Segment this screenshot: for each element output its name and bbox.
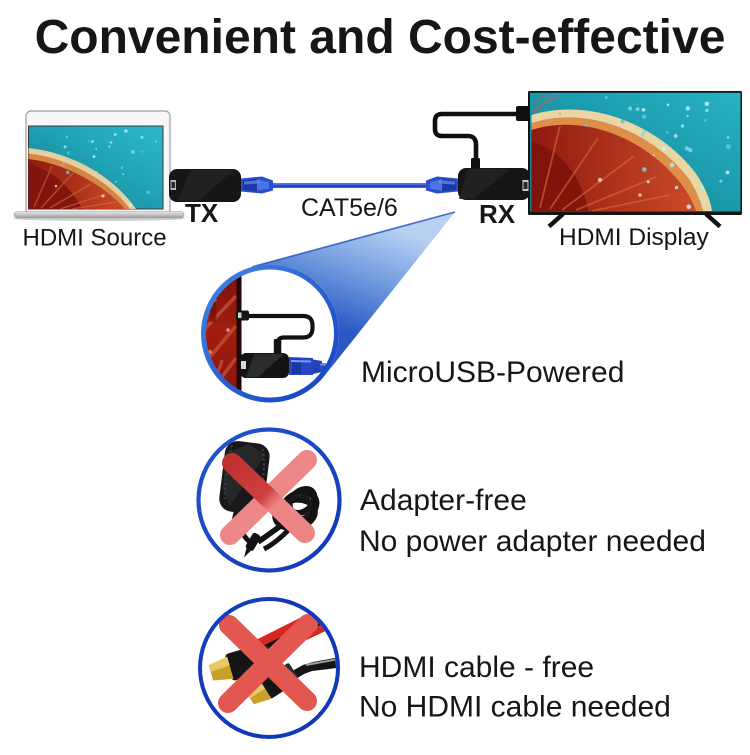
- svg-text:HDMI cable - free: HDMI cable - free: [359, 651, 594, 684]
- svg-text:MicroUSB-Powered: MicroUSB-Powered: [361, 356, 624, 389]
- svg-text:No power adapter needed: No power adapter needed: [359, 525, 706, 558]
- svg-text:CAT5e/6: CAT5e/6: [301, 194, 398, 222]
- svg-text:Convenient and Cost-effective: Convenient and Cost-effective: [35, 11, 726, 64]
- svg-text:RX: RX: [479, 199, 516, 229]
- svg-text:HDMI Display: HDMI Display: [559, 224, 709, 251]
- svg-text:Adapter-free: Adapter-free: [360, 484, 527, 517]
- svg-text:No HDMI cable needed: No HDMI cable needed: [359, 691, 671, 724]
- svg-text:HDMI Source: HDMI Source: [23, 225, 167, 252]
- svg-text:TX: TX: [185, 198, 219, 228]
